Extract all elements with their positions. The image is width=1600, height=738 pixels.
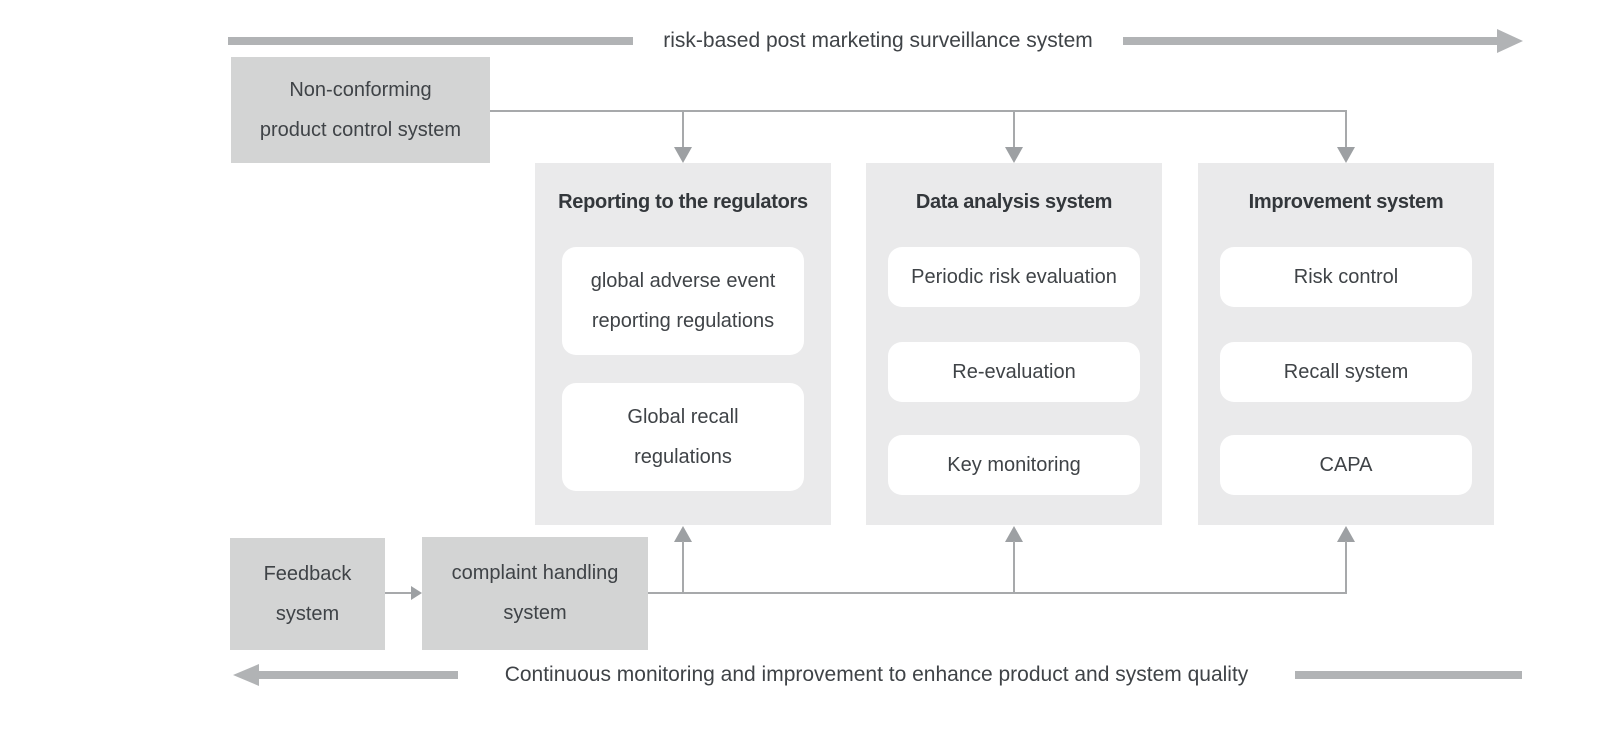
up-arrowhead-1-icon xyxy=(674,526,692,542)
up-connector-2 xyxy=(1013,541,1015,592)
item-global-adverse-event: global adverse event reporting regulatio… xyxy=(562,247,804,355)
top-banner-right-bar xyxy=(1123,37,1497,45)
feedback-to-complaint-arrowhead-icon xyxy=(411,586,422,600)
up-connector-3 xyxy=(1345,541,1347,594)
up-arrowhead-2-icon xyxy=(1005,526,1023,542)
non-conforming-product-control-box: Non-conforming product control system xyxy=(231,57,490,163)
column-data-analysis: Data analysis system Periodic risk evalu… xyxy=(866,163,1162,525)
column-header: Data analysis system xyxy=(915,191,1113,213)
down-connector-3 xyxy=(1345,112,1347,148)
item-line: global adverse event xyxy=(590,270,776,292)
column-reporting-to-regulators: Reporting to the regulators global adver… xyxy=(535,163,831,525)
feedback-system-box: Feedback system xyxy=(230,538,385,650)
column-header: Improvement system xyxy=(1248,191,1444,213)
column-header: Reporting to the regulators xyxy=(558,191,808,213)
top-banner-left-bar xyxy=(228,37,633,45)
top-banner-label: risk-based post marketing surveillance s… xyxy=(663,29,1093,52)
down-arrowhead-1-icon xyxy=(674,147,692,163)
down-connector-2 xyxy=(1013,112,1015,148)
right-arrowhead-icon xyxy=(1497,29,1523,53)
bottom-connector-line xyxy=(648,592,1347,594)
item-line: CAPA xyxy=(1319,454,1373,476)
bottom-banner-right-bar xyxy=(1295,671,1522,679)
complaint-line-1: complaint handling xyxy=(451,562,619,584)
down-connector-1 xyxy=(682,112,684,148)
item-line: Periodic risk evaluation xyxy=(911,266,1117,288)
down-arrowhead-3-icon xyxy=(1337,147,1355,163)
item-key-monitoring: Key monitoring xyxy=(888,435,1140,495)
item-global-recall: Global recall regulations xyxy=(562,383,804,491)
complaint-handling-box: complaint handling system xyxy=(422,537,648,650)
item-line: Re-evaluation xyxy=(952,361,1076,383)
item-line: Key monitoring xyxy=(947,454,1081,476)
top-connector-line xyxy=(490,110,1347,112)
item-line: Risk control xyxy=(1293,266,1399,288)
item-line: regulations xyxy=(634,446,732,468)
bottom-banner-left-bar xyxy=(259,671,458,679)
feedback-to-complaint-line xyxy=(385,592,412,594)
item-line: Recall system xyxy=(1283,361,1409,383)
item-re-evaluation: Re-evaluation xyxy=(888,342,1140,402)
item-periodic-risk-evaluation: Periodic risk evaluation xyxy=(888,247,1140,307)
item-capa: CAPA xyxy=(1220,435,1472,495)
non-conforming-line-1: Non-conforming xyxy=(289,79,432,101)
down-arrowhead-2-icon xyxy=(1005,147,1023,163)
feedback-line-2: system xyxy=(275,603,340,625)
item-risk-control: Risk control xyxy=(1220,247,1472,307)
item-line: reporting regulations xyxy=(591,310,775,332)
complaint-line-2: system xyxy=(503,602,567,624)
non-conforming-line-2: product control system xyxy=(259,119,462,141)
left-arrowhead-icon xyxy=(233,664,259,686)
item-recall-system: Recall system xyxy=(1220,342,1472,402)
feedback-line-1: Feedback xyxy=(263,563,352,585)
up-connector-1 xyxy=(682,541,684,592)
bottom-banner-label: Continuous monitoring and improvement to… xyxy=(504,663,1249,686)
up-arrowhead-3-icon xyxy=(1337,526,1355,542)
item-line: Global recall xyxy=(627,406,739,428)
column-improvement: Improvement system Risk control Recall s… xyxy=(1198,163,1494,525)
